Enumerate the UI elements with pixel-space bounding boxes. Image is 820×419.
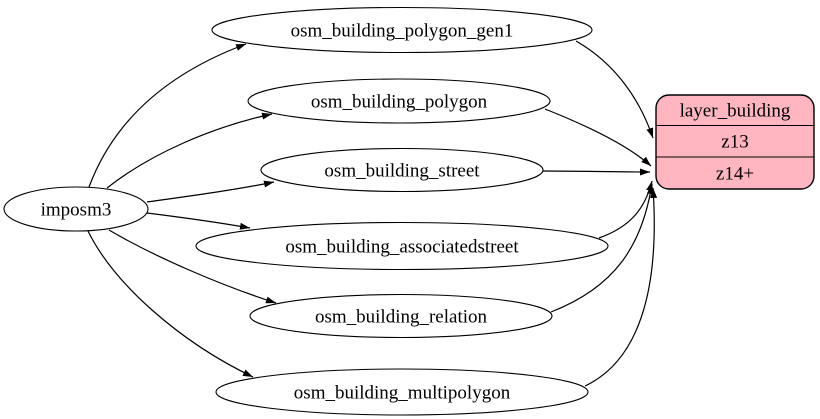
edge-osm_building_relation-to-z14	[550, 183, 654, 313]
node-osm_building_relation: osm_building_relation	[249, 293, 553, 339]
osm_building_relation-ellipse	[249, 293, 553, 339]
edge-osm_building_street-to-z14	[542, 168, 651, 176]
node-osm_building_multipolygon: osm_building_multipolygon	[215, 368, 589, 416]
edge-imposm3-to-osm_building_polygon	[106, 112, 273, 189]
node-osm_building_polygon: osm_building_polygon	[247, 78, 551, 124]
layer-building-row-z13: z13	[721, 132, 748, 153]
osm_building_associatedstreet-label: osm_building_associatedstreet	[285, 237, 519, 258]
osm_building_street-ellipse	[260, 147, 544, 193]
osm_building_multipolygon-ellipse	[215, 368, 589, 416]
osm_building_polygon-ellipse	[247, 78, 551, 124]
edge-imposm3-to-osm_building_multipolygon	[87, 230, 254, 378]
osm_building_relation-label: osm_building_relation	[315, 307, 488, 328]
edge-osm_building_polygon-to-z14	[544, 108, 652, 167]
node-osm_building_polygon_gen1: osm_building_polygon_gen1	[211, 6, 593, 54]
osm_building_associatedstreet-ellipse	[195, 221, 609, 271]
layer-building-row-z14plus: z14+	[716, 164, 754, 185]
osm_building_polygon_gen1-ellipse	[211, 6, 593, 54]
edge-osm_building_polygon_gen1-to-z13	[575, 40, 654, 139]
edge-imposm3-to-osm_building_relation	[108, 229, 277, 304]
imposm3-ellipse	[3, 186, 149, 232]
edge-imposm3-to-osm_building_polygon_gen1	[88, 43, 247, 188]
edge-imposm3-to-osm_building_street	[146, 180, 275, 203]
osm_building_polygon_gen1-label: osm_building_polygon_gen1	[291, 21, 514, 42]
osm_building_multipolygon-label: osm_building_multipolygon	[294, 383, 511, 404]
node-imposm3: imposm3	[3, 186, 149, 232]
osm_building_street-label: osm_building_street	[324, 161, 480, 182]
edge-osm_building_associatedstreet-to-z14	[598, 180, 653, 239]
edge-imposm3-to-osm_building_associatedstreet	[146, 212, 251, 230]
osm_building_polygon-label: osm_building_polygon	[311, 92, 488, 113]
layer-building-title: layer_building	[680, 101, 791, 122]
edge-group	[87, 40, 658, 387]
imposm3-label: imposm3	[41, 200, 112, 221]
node-osm_building_street: osm_building_street	[260, 147, 544, 193]
node-osm_building_associatedstreet: osm_building_associatedstreet	[195, 221, 609, 271]
edge-osm_building_multipolygon-to-z14	[584, 187, 658, 387]
layer-building-box	[655, 94, 815, 190]
node-layer-building: layer_building z13 z14+	[655, 94, 815, 190]
